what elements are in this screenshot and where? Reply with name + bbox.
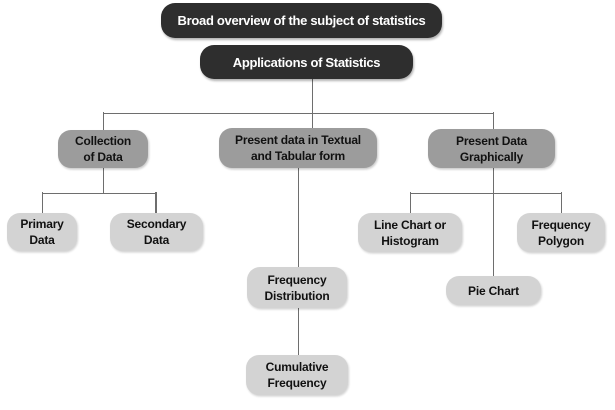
node-line-chart-histogram: Line Chart or Histogram <box>358 213 462 252</box>
node-frequency-polygon: Frequency Polygon <box>517 213 605 252</box>
connector-graph-bar <box>410 192 562 194</box>
node-collection-of-data: Collection of Data <box>58 130 148 168</box>
connector-graphically-drop <box>492 112 494 129</box>
connector-applications-stem <box>311 79 313 128</box>
node-frequency-distribution: Frequency Distribution <box>247 267 347 308</box>
connector-data-bar <box>42 192 156 194</box>
node-secondary-data: Secondary Data <box>110 213 203 251</box>
connector-collection-stem <box>102 168 104 194</box>
node-cumulative-frequency: Cumulative Frequency <box>246 355 348 395</box>
node-broad-overview: Broad overview of the subject of statist… <box>161 3 442 38</box>
connector-branches-bar <box>103 112 494 114</box>
connector-textual-to-freqdist <box>297 168 299 267</box>
connector-collection-drop <box>102 112 104 130</box>
connector-secondary-drop <box>155 192 157 213</box>
node-primary-data: Primary Data <box>7 213 77 251</box>
connector-primary-drop <box>41 192 43 213</box>
connector-freqpolygon-drop <box>560 192 562 213</box>
node-applications-of-statistics: Applications of Statistics <box>200 45 413 79</box>
node-present-data-graphically: Present Data Graphically <box>428 129 555 168</box>
connector-freqdist-to-cumfreq <box>297 308 299 355</box>
node-present-textual-tabular: Present data in Textual and Tabular form <box>219 128 377 168</box>
node-pie-chart: Pie Chart <box>446 276 541 305</box>
connector-graphically-to-pie <box>492 168 494 276</box>
connector-linechart-drop <box>409 192 411 213</box>
